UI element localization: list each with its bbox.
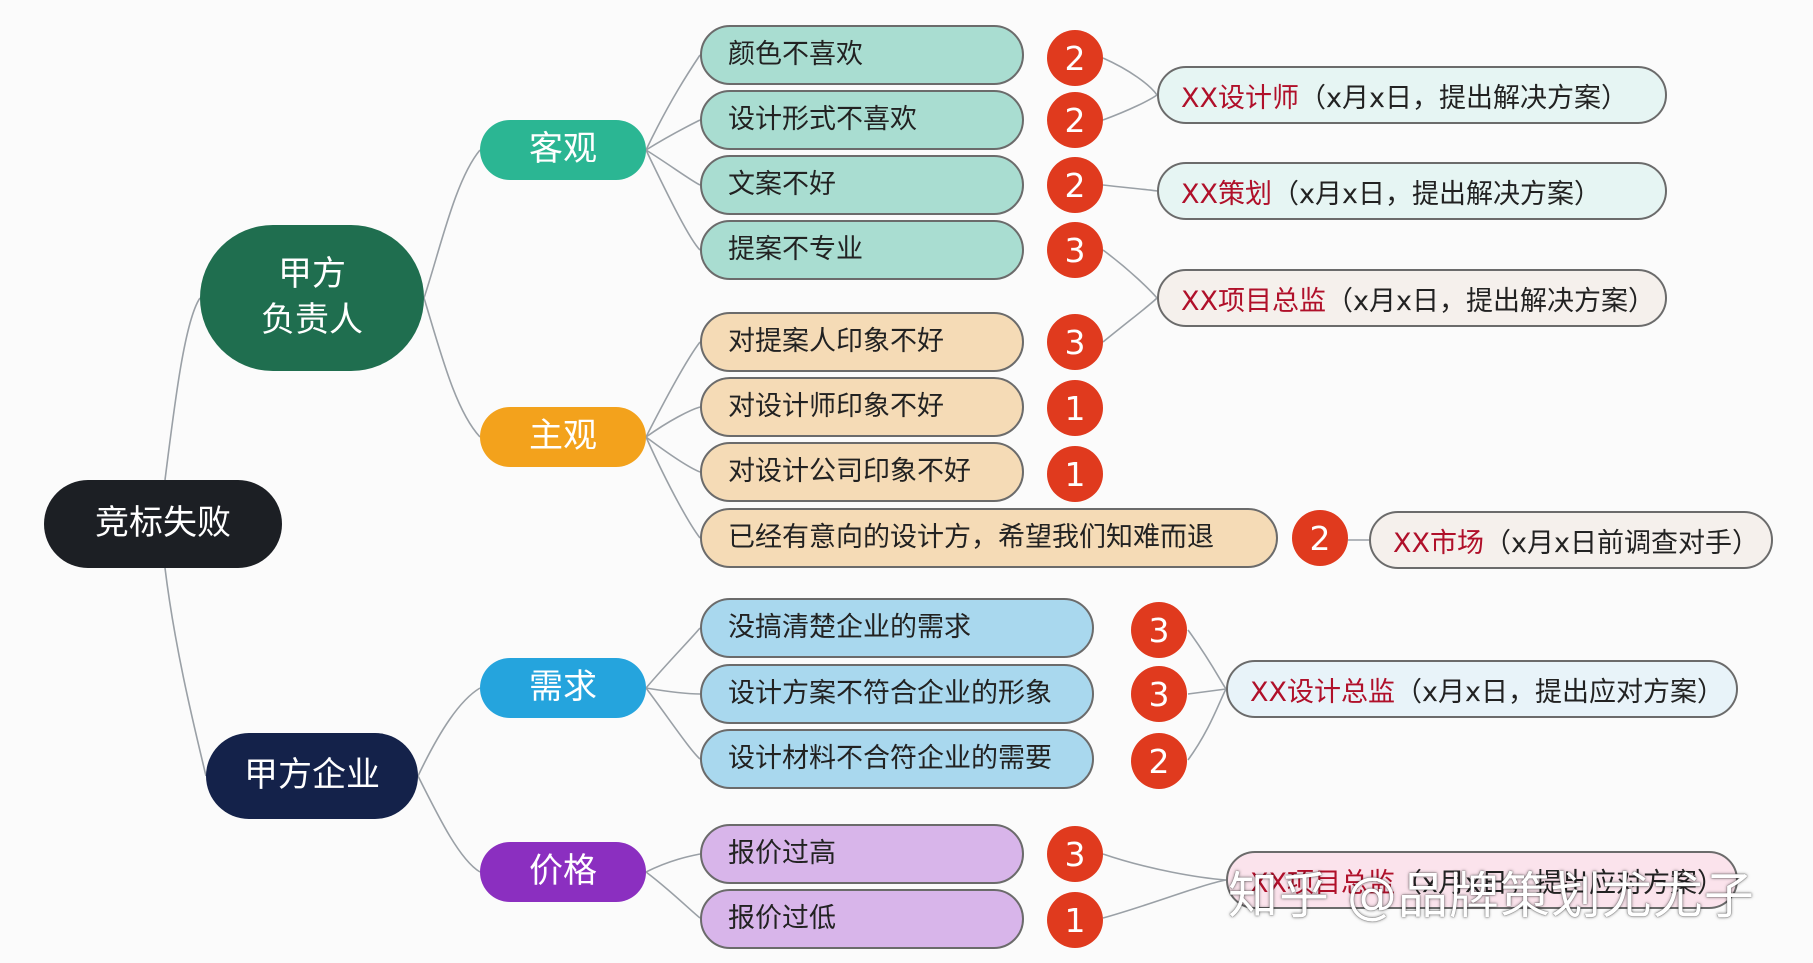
- leaf-label: 报价过低: [728, 902, 836, 934]
- leaf-item[interactable]: 提案不专业: [700, 220, 1024, 280]
- leaf-item[interactable]: 设计方案不符合企业的形象: [700, 664, 1094, 724]
- owner-note: （x月x日，提出应对方案）: [1395, 867, 1724, 899]
- leaf-item[interactable]: 颜色不喜欢: [700, 25, 1024, 85]
- leaf-label: 文案不好: [728, 168, 836, 200]
- leaf-label: 没搞清楚企业的需求: [728, 611, 971, 643]
- leaf-label: 设计方案不符合企业的形象: [728, 677, 1052, 709]
- score-badge: 1: [1047, 892, 1103, 948]
- score-badge: 3: [1047, 314, 1103, 370]
- owner-note: （x月x日，提出解决方案）: [1299, 82, 1628, 114]
- leaf-item[interactable]: 报价过高: [700, 824, 1024, 884]
- leaf-label: 对提案人印象不好: [728, 325, 944, 357]
- leaf-item[interactable]: 已经有意向的设计方，希望我们知难而退: [700, 508, 1278, 568]
- score-value: 1: [1064, 900, 1086, 940]
- owner-note: （x月x日，提出应对方案）: [1395, 676, 1724, 708]
- branch-party-head[interactable]: 甲方 负责人: [200, 225, 424, 371]
- leaf-label: 设计形式不喜欢: [728, 103, 917, 135]
- group-price-label: 价格: [529, 851, 597, 892]
- score-value: 3: [1064, 322, 1086, 362]
- score-badge: 2: [1131, 733, 1187, 789]
- score-badge: 3: [1047, 826, 1103, 882]
- owner-tag[interactable]: XX项目总监（x月x日，提出解决方案）: [1157, 269, 1667, 327]
- score-value: 1: [1064, 454, 1086, 494]
- owner-name: XX项目总监: [1250, 867, 1395, 899]
- score-value: 2: [1064, 165, 1086, 205]
- leaf-label: 报价过高: [728, 837, 836, 869]
- leaf-item[interactable]: 设计形式不喜欢: [700, 90, 1024, 150]
- score-value: 3: [1148, 610, 1170, 650]
- owner-name: XX市场: [1393, 527, 1484, 559]
- leaf-item[interactable]: 对设计公司印象不好: [700, 442, 1024, 502]
- score-value: 2: [1064, 100, 1086, 140]
- owner-tag[interactable]: XX项目总监（x月x日，提出应对方案）: [1226, 851, 1738, 909]
- group-demand[interactable]: 需求: [480, 658, 646, 718]
- group-objective[interactable]: 客观: [480, 120, 646, 180]
- score-value: 2: [1148, 741, 1170, 781]
- owner-name: XX策划: [1181, 178, 1272, 210]
- score-badge: 2: [1047, 92, 1103, 148]
- owner-tag[interactable]: XX策划（x月x日，提出解决方案）: [1157, 162, 1667, 220]
- leaf-item[interactable]: 对设计师印象不好: [700, 377, 1024, 437]
- score-badge: 1: [1047, 446, 1103, 502]
- branch-party-company[interactable]: 甲方企业: [206, 733, 418, 819]
- owner-tag[interactable]: XX市场（x月x日前调查对手）: [1369, 511, 1773, 569]
- score-badge: 3: [1047, 222, 1103, 278]
- root-label: 竞标失败: [95, 503, 231, 544]
- group-price[interactable]: 价格: [480, 842, 646, 902]
- branch-party-company-label: 甲方企业: [244, 755, 380, 796]
- owner-name: XX设计总监: [1250, 676, 1395, 708]
- leaf-label: 提案不专业: [728, 233, 863, 265]
- owner-name: XX设计师: [1181, 82, 1299, 114]
- score-badge: 3: [1131, 666, 1187, 722]
- owner-note: （x月x日前调查对手）: [1484, 527, 1759, 559]
- root-node[interactable]: 竞标失败: [44, 480, 282, 568]
- branch-party-head-label: 甲方 负责人: [261, 254, 363, 340]
- score-value: 3: [1064, 834, 1086, 874]
- group-objective-label: 客观: [529, 129, 597, 170]
- owner-note: （x月x日，提出解决方案）: [1272, 178, 1601, 210]
- score-badge: 1: [1047, 380, 1103, 436]
- leaf-label: 对设计公司印象不好: [728, 455, 971, 487]
- score-badge: 2: [1047, 157, 1103, 213]
- score-badge: 2: [1047, 30, 1103, 86]
- score-badge: 3: [1131, 602, 1187, 658]
- leaf-item[interactable]: 没搞清楚企业的需求: [700, 598, 1094, 658]
- score-value: 2: [1064, 38, 1086, 78]
- owner-tag[interactable]: XX设计总监（x月x日，提出应对方案）: [1226, 660, 1738, 718]
- leaf-label: 颜色不喜欢: [728, 38, 863, 70]
- owner-note: （x月x日，提出解决方案）: [1326, 285, 1655, 317]
- score-value: 3: [1064, 230, 1086, 270]
- owner-tag[interactable]: XX设计师（x月x日，提出解决方案）: [1157, 66, 1667, 124]
- leaf-label: 已经有意向的设计方，希望我们知难而退: [728, 521, 1214, 553]
- leaf-item[interactable]: 文案不好: [700, 155, 1024, 215]
- score-badge: 2: [1292, 510, 1348, 566]
- leaf-item[interactable]: 报价过低: [700, 889, 1024, 949]
- leaf-item[interactable]: 对提案人印象不好: [700, 312, 1024, 372]
- score-value: 3: [1148, 674, 1170, 714]
- watermark: 知乎 @品牌策划尤尤子: [1228, 867, 1755, 925]
- leaf-item[interactable]: 设计材料不合符企业的需要: [700, 729, 1094, 789]
- group-demand-label: 需求: [529, 667, 597, 708]
- group-subjective-label: 主观: [529, 416, 597, 457]
- leaf-label: 设计材料不合符企业的需要: [728, 742, 1052, 774]
- owner-name: XX项目总监: [1181, 285, 1326, 317]
- score-value: 2: [1309, 518, 1331, 558]
- leaf-label: 对设计师印象不好: [728, 390, 944, 422]
- score-value: 1: [1064, 388, 1086, 428]
- group-subjective[interactable]: 主观: [480, 407, 646, 467]
